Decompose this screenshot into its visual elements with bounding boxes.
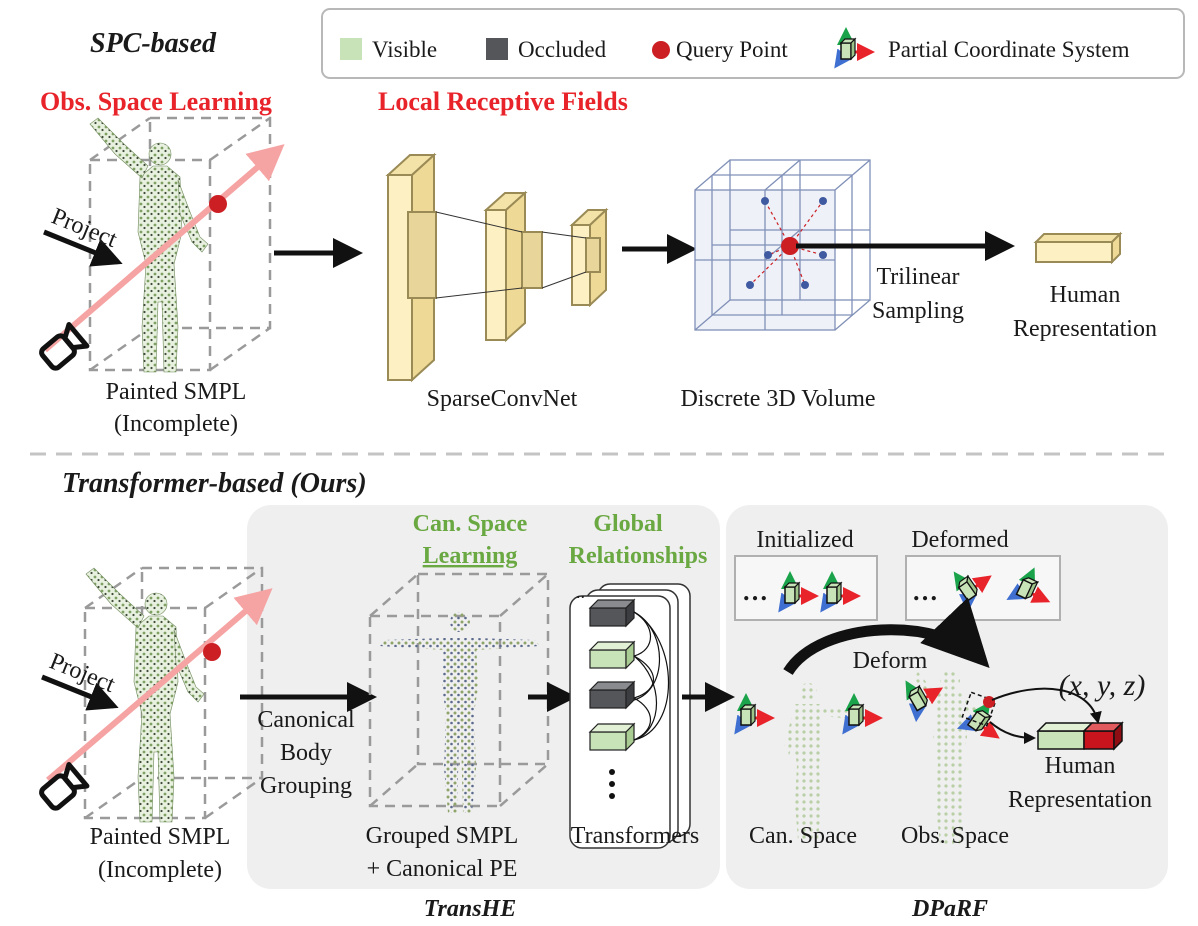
dparf-label: DPaRF — [911, 896, 988, 922]
top-painted-smpl-label-2: (Incomplete) — [114, 411, 238, 437]
legend-query-point-icon — [652, 41, 670, 59]
top-camera-ray — [43, 144, 285, 353]
bottom-painted-smpl-label-2: (Incomplete) — [98, 857, 222, 883]
deformed-label: Deformed — [911, 527, 1008, 553]
transformer-section-title: Transformer-based (Ours) — [62, 468, 367, 499]
transhe-label: TransHE — [424, 896, 516, 922]
bottom-painted-smpl: Project — [38, 566, 273, 823]
global-relationships-1: Global — [593, 511, 663, 537]
deformed-box: … — [905, 555, 1061, 621]
legend: Visible Occluded Query Point Partial Coo… — [321, 8, 1185, 79]
sparseconvnet-blocks — [385, 152, 609, 383]
trilinear-label-2: Sampling — [872, 298, 964, 324]
discrete-3d-volume — [694, 159, 871, 331]
dparf-query-point — [983, 696, 995, 708]
transformers-label: Transformers — [571, 823, 699, 849]
top-human-rep-label-2: Representation — [1013, 316, 1157, 342]
canonical-body-grouping-1: Canonical — [257, 707, 355, 733]
xyz-label: (x, y, z) — [1059, 669, 1146, 702]
legend-query-point-label: Query Point — [676, 37, 788, 62]
obs-space-label: Obs. Space — [901, 823, 1009, 849]
can-space-label: Can. Space — [749, 823, 857, 849]
legend-visible-label: Visible — [372, 37, 437, 62]
bottom-human-rep-label-1: Human — [1045, 753, 1116, 779]
trilinear-label-1: Trilinear — [876, 264, 959, 290]
transformer-stack: .. — [569, 582, 691, 849]
top-painted-smpl-label-1: Painted SMPL — [106, 379, 247, 405]
canonical-body-grouping-2: Body — [280, 740, 332, 766]
grouped-smpl-label-2: + Canonical PE — [367, 856, 518, 882]
bottom-query-point — [203, 643, 221, 661]
top-query-point — [209, 195, 227, 213]
deform-arrow — [783, 597, 990, 676]
svg-text:…: … — [742, 577, 768, 606]
obs-space-learning-label: Obs. Space Learning — [40, 87, 272, 116]
svg-text:…: … — [912, 577, 938, 606]
bottom-camera-ray — [46, 588, 273, 783]
grouped-smpl — [368, 572, 550, 813]
spc-section-title: SPC-based — [90, 28, 217, 59]
legend-visible-swatch — [340, 38, 362, 60]
bottom-camera-icon — [38, 765, 87, 812]
top-human-representation-block — [1033, 231, 1123, 265]
sparseconvnet-label: SparseConvNet — [427, 386, 578, 412]
bottom-painted-smpl-label-1: Painted SMPL — [90, 824, 231, 850]
canonical-body-grouping-3: Grouping — [260, 773, 352, 799]
legend-partial-cs-label: Partial Coordinate System — [888, 37, 1130, 62]
initialized-box: … — [734, 555, 878, 621]
can-space-learning-2: Learning — [423, 543, 518, 569]
grouped-smpl-label-1: Grouped SMPL — [366, 823, 519, 849]
discrete-volume-label: Discrete 3D Volume — [680, 386, 875, 412]
bottom-human-rep-label-2: Representation — [1008, 787, 1152, 813]
can-space-learning-1: Can. Space — [413, 511, 528, 537]
initialized-label: Initialized — [756, 527, 853, 553]
bottom-human-representation-block — [1036, 721, 1124, 751]
deform-label: Deform — [853, 648, 928, 674]
local-receptive-fields-label: Local Receptive Fields — [378, 87, 628, 116]
legend-occluded-swatch — [486, 38, 508, 60]
svg-text:..: .. — [576, 582, 585, 602]
top-human-rep-label-1: Human — [1050, 282, 1121, 308]
global-relationships-2: Relationships — [569, 543, 708, 569]
volume-query-point — [781, 237, 799, 255]
legend-occluded-label: Occluded — [518, 37, 607, 62]
top-painted-smpl: Project — [38, 116, 285, 372]
